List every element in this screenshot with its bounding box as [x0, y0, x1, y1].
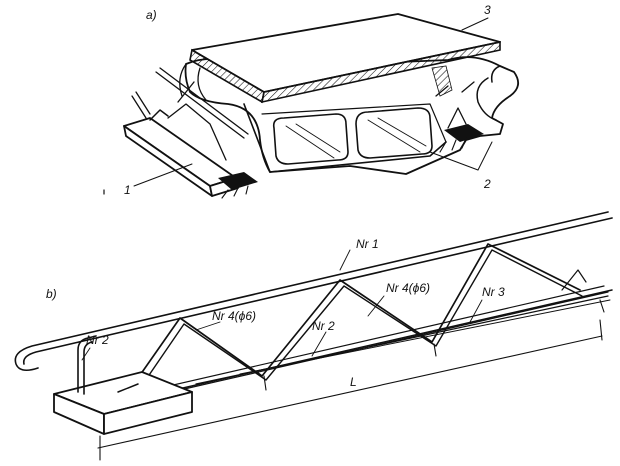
zigzag-diagonals [123, 243, 605, 401]
top-chord [14, 211, 613, 372]
panel-a: a) [103, 3, 520, 199]
panel-b-caption: b) [46, 287, 57, 301]
panel-b-leaders [81, 249, 483, 361]
label-nr1: Nr 1 [356, 237, 379, 251]
panel-a-leaders [133, 17, 493, 187]
label-length: L [350, 375, 357, 389]
label-nr2-mid: Nr 2 [312, 319, 335, 333]
panel-b: b) [14, 211, 613, 461]
label-nr3: Nr 3 [482, 285, 505, 299]
label-item-2: 2 [483, 177, 491, 191]
hollow-block [179, 56, 520, 175]
label-item-1: 1 [124, 183, 131, 197]
dimension-line [97, 319, 603, 461]
bottom-chords [103, 285, 613, 407]
label-item-3: 3 [484, 3, 491, 17]
label-nr2-left: Nr 2 [86, 333, 109, 347]
label-nr4-left: Nr 4(ϕ6) [212, 309, 256, 323]
panel-a-wires [103, 67, 484, 199]
panel-a-caption: a) [146, 8, 157, 22]
end-block [53, 335, 193, 435]
label-nr4-right: Nr 4(ϕ6) [386, 281, 430, 295]
left-beam [123, 109, 258, 197]
top-slab [189, 13, 501, 104]
